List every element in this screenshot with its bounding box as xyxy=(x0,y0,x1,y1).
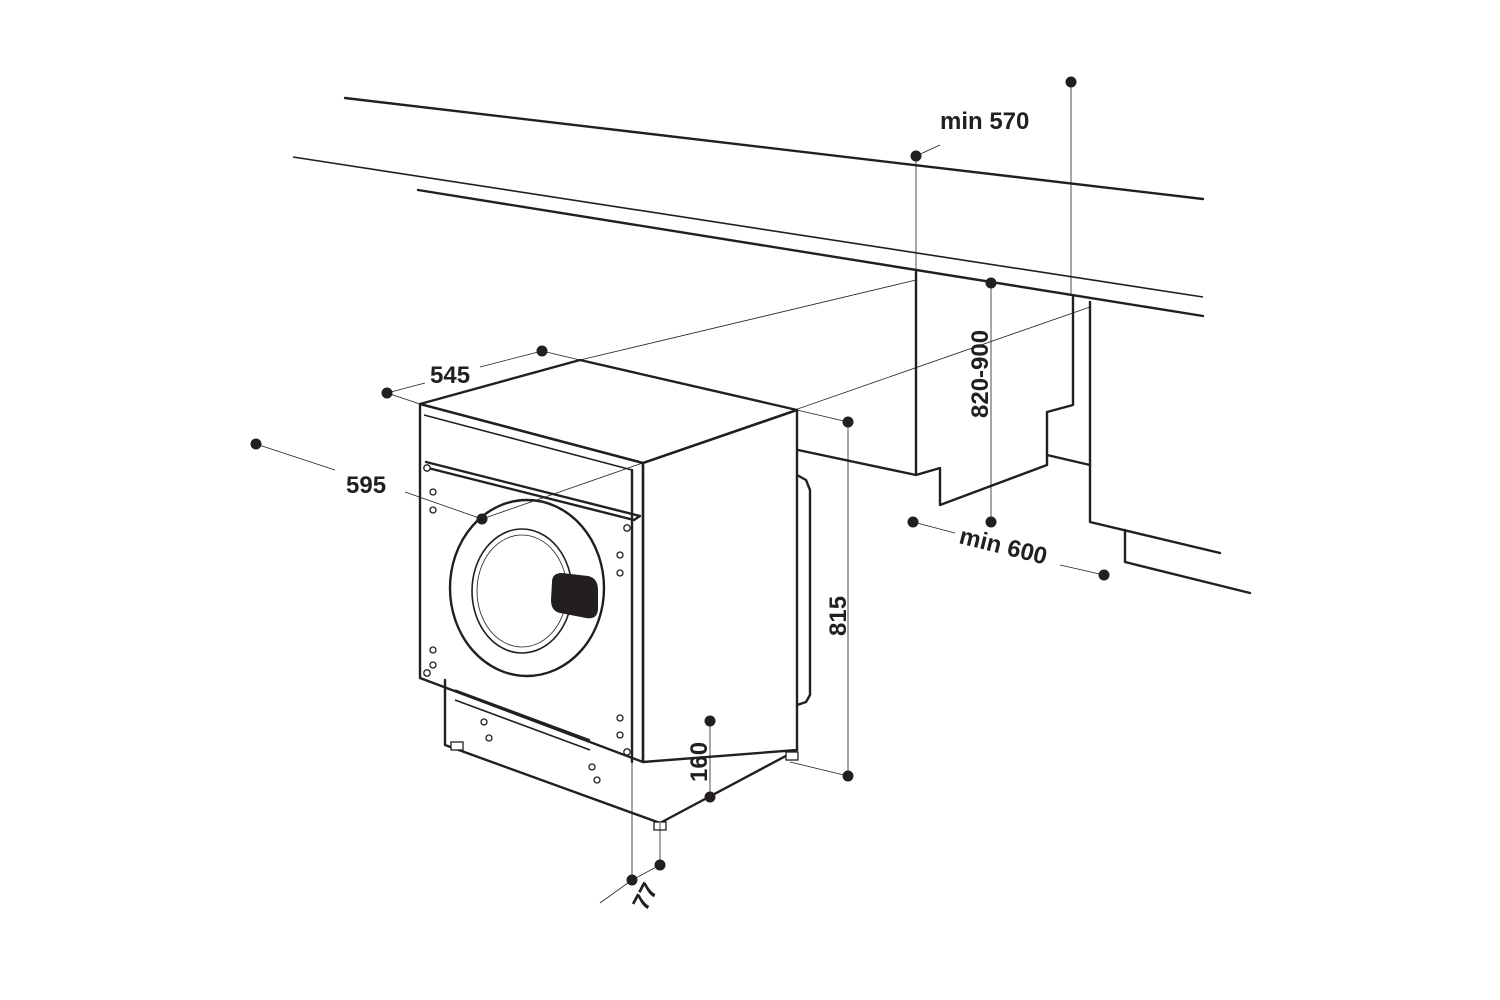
dimension-lines xyxy=(255,82,1105,904)
door-outer xyxy=(448,498,606,678)
label-160: 160 xyxy=(686,742,713,782)
dimension-dots xyxy=(250,76,1110,886)
door-handle xyxy=(551,573,598,619)
label-545: 545 xyxy=(430,362,470,389)
worktop-lines xyxy=(292,96,1205,318)
screw-holes xyxy=(423,464,631,784)
label-min-570: min 570 xyxy=(940,108,1029,135)
label-min-600: min 600 xyxy=(957,523,1050,571)
washing-machine xyxy=(418,358,812,831)
label-820-900: 820-900 xyxy=(967,330,994,418)
label-595: 595 xyxy=(346,472,386,499)
cabinet-niche xyxy=(796,270,1252,595)
label-815: 815 xyxy=(825,596,852,636)
